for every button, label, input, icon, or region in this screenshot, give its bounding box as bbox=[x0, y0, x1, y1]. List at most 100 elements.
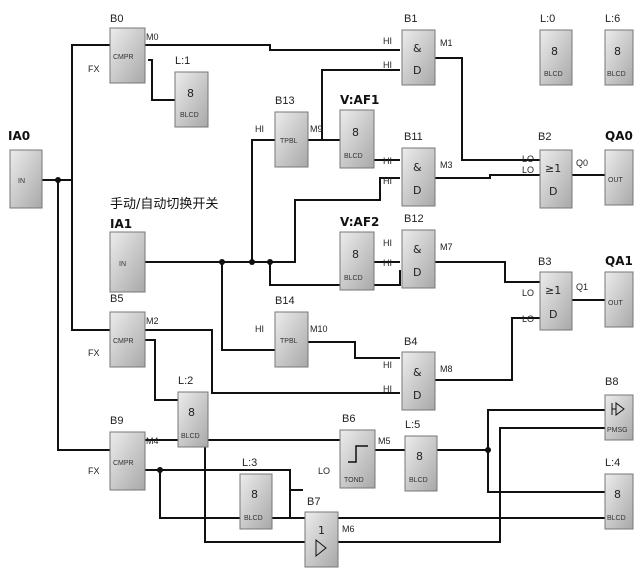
ia1-inner: IN bbox=[119, 261, 126, 268]
b12-in2: HI bbox=[383, 258, 392, 268]
io-block-qa1[interactable]: QA1 OUT bbox=[604, 254, 634, 328]
block-b8[interactable]: B8 PMSG bbox=[604, 376, 634, 441]
l2-inner: BLCD bbox=[181, 433, 200, 440]
lcd-l2[interactable]: L:2 8 BLCD bbox=[177, 375, 209, 448]
b7-label: B7 bbox=[307, 496, 320, 508]
l3-inner: BLCD bbox=[244, 515, 263, 522]
l3-digit: 8 bbox=[251, 488, 258, 501]
b2-in1: LO bbox=[522, 154, 534, 164]
b12-out: M7 bbox=[440, 242, 453, 252]
b13-inner: TPBL bbox=[280, 138, 298, 145]
block-b2[interactable]: B2 ≥1 D LO LO Q0 bbox=[522, 131, 588, 209]
block-b3[interactable]: B3 ≥1 D LO LO Q1 bbox=[522, 256, 588, 331]
block-b7[interactable]: B7 1 M6 bbox=[304, 496, 355, 568]
b13-out: M9 bbox=[310, 124, 323, 134]
b4-in1: HI bbox=[383, 360, 392, 370]
b1-label: B1 bbox=[404, 13, 417, 25]
b1-out: M1 bbox=[440, 38, 453, 48]
b8-label: B8 bbox=[605, 376, 618, 388]
l5-label: L:5 bbox=[405, 419, 420, 431]
qa0-inner: OUT bbox=[608, 177, 624, 184]
lcd-l4[interactable]: L:4 8 BLCD bbox=[604, 457, 634, 530]
b12-delay: D bbox=[413, 266, 421, 279]
b12-in1: HI bbox=[383, 238, 392, 248]
b13-pin: HI bbox=[255, 124, 264, 134]
lcd-l0[interactable]: L:0 8 BLCD bbox=[539, 13, 573, 86]
b4-symbol: & bbox=[413, 366, 422, 379]
b9-pin-fx: FX bbox=[88, 466, 100, 476]
io-block-qa0[interactable]: QA0 OUT bbox=[604, 129, 634, 206]
b14-out: M10 bbox=[310, 324, 328, 334]
b11-symbol: & bbox=[413, 161, 422, 174]
b4-in2: HI bbox=[383, 384, 392, 394]
b11-delay: D bbox=[413, 184, 421, 197]
l1-digit: 8 bbox=[187, 87, 194, 100]
b8-inner: PMSG bbox=[607, 427, 628, 434]
l6-inner: BLCD bbox=[607, 71, 626, 78]
b5-pin-fx: FX bbox=[88, 348, 100, 358]
qa1-inner: OUT bbox=[608, 300, 624, 307]
b9-out: M4 bbox=[146, 436, 159, 446]
block-b14[interactable]: B14 TPBL HI M10 bbox=[255, 295, 328, 368]
block-b11[interactable]: B11 & D HI HI M3 bbox=[383, 131, 453, 207]
io-block-ia1[interactable]: IA1 IN bbox=[109, 217, 146, 293]
l0-label: L:0 bbox=[540, 13, 555, 25]
b9-label: B9 bbox=[110, 415, 123, 427]
b14-pin: HI bbox=[255, 324, 264, 334]
block-b1[interactable]: B1 & D HI HI M1 bbox=[383, 13, 453, 86]
b2-in2: LO bbox=[522, 165, 534, 175]
l6-label: L:6 bbox=[605, 13, 620, 25]
b11-in2: HI bbox=[383, 176, 392, 186]
ia1-label: IA1 bbox=[110, 217, 132, 231]
b3-label: B3 bbox=[538, 256, 551, 268]
b4-out: M8 bbox=[440, 364, 453, 374]
l0-digit: 8 bbox=[551, 45, 558, 58]
b3-in2: LO bbox=[522, 314, 534, 324]
b3-symbol: ≥1 bbox=[545, 284, 561, 297]
lcd-l3[interactable]: L:3 8 BLCD bbox=[239, 457, 273, 530]
ia0-inner: IN bbox=[18, 178, 25, 185]
lcd-vaf1[interactable]: V:AF1 8 BLCD bbox=[339, 93, 379, 169]
vaf1-label: V:AF1 bbox=[340, 93, 379, 107]
annotation-text: 手动/自动切换开关 bbox=[110, 197, 218, 212]
b11-label: B11 bbox=[404, 131, 423, 143]
b6-out: M5 bbox=[378, 436, 391, 446]
b7-out: M6 bbox=[342, 524, 355, 534]
l5-inner: BLCD bbox=[409, 477, 428, 484]
l1-label: L:1 bbox=[175, 55, 190, 67]
b1-in2: HI bbox=[383, 60, 392, 70]
b2-symbol: ≥1 bbox=[545, 162, 561, 175]
l4-digit: 8 bbox=[614, 488, 621, 501]
b13-label: B13 bbox=[275, 95, 295, 107]
lcd-vaf2[interactable]: V:AF2 8 BLCD bbox=[339, 215, 379, 291]
qa1-label: QA1 bbox=[605, 254, 633, 268]
lcd-l6[interactable]: L:6 8 BLCD bbox=[604, 13, 634, 86]
b14-inner: TPBL bbox=[280, 338, 298, 345]
l5-digit: 8 bbox=[416, 450, 423, 463]
b1-delay: D bbox=[413, 64, 421, 77]
lcd-l1[interactable]: L:1 8 BLCD bbox=[174, 55, 209, 128]
block-b9[interactable]: B9 CMPR FX M4 bbox=[88, 415, 159, 491]
b0-out: M0 bbox=[146, 32, 159, 42]
lcd-l5[interactable]: L:5 8 BLCD bbox=[404, 419, 438, 492]
b5-label: B5 bbox=[110, 293, 123, 305]
block-b4[interactable]: B4 & D HI HI M8 bbox=[383, 336, 453, 411]
block-b6[interactable]: B6 TOND LO M5 bbox=[318, 413, 391, 489]
b2-delay: D bbox=[549, 185, 557, 198]
message-icon bbox=[611, 402, 625, 416]
b12-label: B12 bbox=[404, 213, 424, 225]
vaf2-inner: BLCD bbox=[344, 275, 363, 282]
b3-delay: D bbox=[549, 308, 557, 321]
b14-label: B14 bbox=[275, 295, 295, 307]
block-b12[interactable]: B12 & D HI HI M7 bbox=[383, 213, 453, 289]
block-b13[interactable]: B13 TPBL HI M9 bbox=[255, 95, 323, 168]
block-b0[interactable]: B0 CMPR FX M0 bbox=[88, 13, 159, 84]
b11-in1: HI bbox=[383, 156, 392, 166]
b0-label: B0 bbox=[110, 13, 123, 25]
io-block-ia0[interactable]: IA0 IN bbox=[8, 129, 43, 209]
vaf1-inner: BLCD bbox=[344, 153, 363, 160]
b11-out: M3 bbox=[440, 160, 453, 170]
timer-on-delay-icon bbox=[348, 445, 368, 463]
block-b5[interactable]: B5 CMPR FX M2 bbox=[88, 293, 159, 368]
